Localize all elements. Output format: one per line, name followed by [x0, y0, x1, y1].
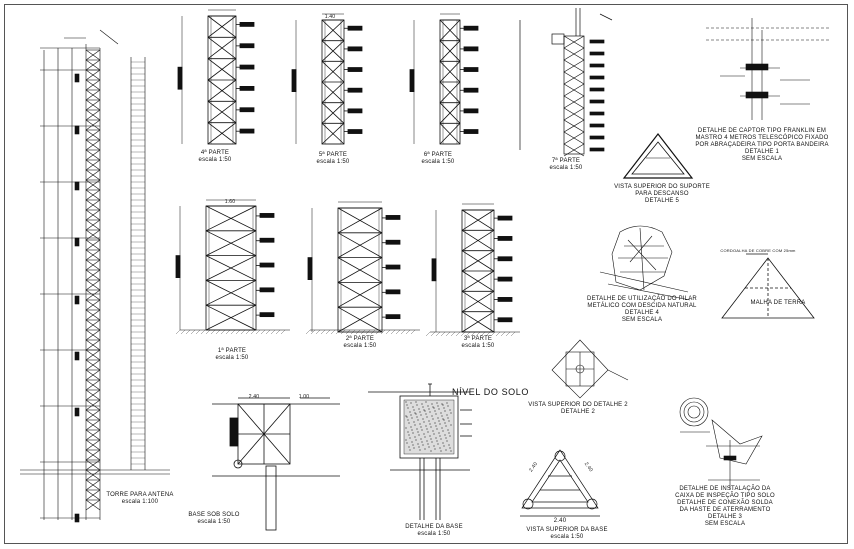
- part-2-elevation: [307, 201, 401, 333]
- part-4-elevation: [177, 9, 255, 145]
- part-7-caption: 7ª PARTE escala 1:50: [536, 158, 596, 172]
- ground-rod-line-4: DA HASTE DE ATERRAMENTO: [679, 507, 771, 513]
- antenna-tower-elevation: [20, 29, 170, 523]
- part-5-elevation: [291, 13, 363, 145]
- captor-line-5: SEM ESCALA: [741, 156, 783, 162]
- part-7-scale: escala 1:50: [549, 165, 583, 171]
- part-6-scale: escala 1:50: [421, 159, 455, 165]
- tower-title: TORRE PARA ANTENA: [106, 492, 174, 498]
- ground-rod-caption: DETALHE DE INSTALAÇÃO DA CAIXA DE INSPEÇ…: [668, 486, 782, 528]
- ground-mesh-top-label: CORDOALHA DE COBRE COM 25mm: [720, 248, 796, 253]
- part-3-scale: escala 1:50: [461, 343, 495, 349]
- captor-line-4: DETALHE 1: [744, 149, 780, 155]
- captor-line-2: MASTRO 4 METROS TELESCÓPICO FIXADO: [695, 135, 829, 141]
- ground-rod-detail-3: [679, 397, 763, 490]
- base-top-view: [520, 449, 600, 517]
- part-6-title: 6ª PARTE: [423, 152, 453, 158]
- part-5-scale: escala 1:50: [316, 159, 350, 165]
- detail-2-caption: VISTA SUPERIOR DO DETALHE 2 DETALHE 2: [526, 402, 630, 416]
- ground-mesh-center-label: MALHA DE TERRA: [750, 300, 806, 306]
- top-support-line-1: VISTA SUPERIOR DO SUPORTE: [614, 184, 710, 190]
- metal-pillar-line-1: DETALHE DE UTILIZAÇÃO DO PILAR: [587, 296, 697, 302]
- base-detail-scale: escala 1:50: [417, 531, 451, 537]
- metal-pillar-detail-4: [599, 225, 691, 301]
- part-2-scale: escala 1:50: [343, 343, 377, 349]
- ground-rod-line-2: CAIXA DE INSPEÇÃO TIPO SOLO: [675, 493, 775, 499]
- tower-scale: escala 1:100: [121, 499, 159, 505]
- part-7-title: 7ª PARTE: [551, 158, 581, 164]
- part-5-title: 5ª PARTE: [318, 152, 348, 158]
- base-top-caption: VISTA SUPERIOR DA BASE escala 1:50: [522, 527, 612, 541]
- soil-lines: [175, 329, 520, 337]
- ground-mesh-triangle: [721, 253, 815, 319]
- part-2-caption: 2ª PARTE escala 1:50: [330, 336, 390, 350]
- part-5-caption: 5ª PARTE escala 1:50: [303, 152, 363, 166]
- part-width-dim: 1.60: [224, 199, 236, 205]
- base-detail-title: DETALHE DA BASE: [405, 524, 463, 530]
- base-detail: [368, 383, 472, 520]
- base-detail-caption: DETALHE DA BASE escala 1:50: [394, 524, 474, 538]
- base-under-scale: escala 1:50: [197, 519, 231, 525]
- drawing-frame: [4, 4, 848, 544]
- top-support-line-2: PARA DESCANSO: [635, 191, 689, 197]
- base-under-caption: BASE SOB SOLO escala 1:50: [182, 512, 246, 526]
- detail-2-line-1: VISTA SUPERIOR DO DETALHE 2: [528, 402, 628, 408]
- metal-pillar-caption: DETALHE DE UTILIZAÇÃO DO PILAR METÁLICO …: [586, 296, 698, 324]
- captor-detail-1: [706, 18, 830, 120]
- part-4-scale: escala 1:50: [198, 157, 232, 163]
- base-under-title: BASE SOB SOLO: [188, 512, 240, 518]
- ground-level-label: NÍVEL DO SOLO: [452, 387, 529, 397]
- top-support-line-3: DETALHE 5: [644, 198, 680, 204]
- detail-2-top-view: [551, 339, 629, 399]
- metal-pillar-line-4: SEM ESCALA: [621, 317, 663, 323]
- ground-rod-line-3: DETALHE DE CONEXÃO SOLDA: [677, 500, 773, 506]
- part-6-elevation: [409, 13, 479, 145]
- base-under-ground: [212, 397, 340, 531]
- tower-caption: TORRE PARA ANTENA escala 1:100: [100, 492, 180, 506]
- support-triangle-detail-5: [622, 133, 694, 179]
- metal-pillar-line-3: DETALHE 4: [624, 310, 660, 316]
- captor-line-3: POR ABRAÇADEIRA TIPO PORTA BANDEIRA: [695, 142, 829, 148]
- part-1-caption: 1ª PARTE escala 1:50: [202, 348, 262, 362]
- part-6-caption: 6ª PARTE escala 1:50: [408, 152, 468, 166]
- detail-2-line-2: DETALHE 2: [560, 409, 596, 415]
- base-top-title: VISTA SUPERIOR DA BASE: [526, 527, 608, 533]
- ground-rod-line-1: DETALHE DE INSTALAÇÃO DA: [679, 486, 771, 492]
- part-width-dim-2: 1.40: [324, 14, 336, 20]
- base-top-dim: 2.40: [553, 518, 567, 524]
- ground-rod-line-5: DETALHE 3: [707, 514, 743, 520]
- captor-line-1: DETALHE DE CAPTOR TIPO FRANKLIN EM: [697, 128, 827, 134]
- part-3-caption: 3ª PARTE escala 1:50: [448, 336, 508, 350]
- part-1-elevation: [175, 199, 275, 331]
- metal-pillar-line-2: METÁLICO COM DESCIDA NATURAL: [587, 303, 697, 309]
- base-under-dim: 2.40: [248, 394, 260, 400]
- captor-caption: DETALHE DE CAPTOR TIPO FRANKLIN EM MASTR…: [690, 128, 834, 163]
- ground-rod-line-6: SEM ESCALA: [704, 521, 746, 527]
- part-4-caption: 4ª PARTE escala 1:50: [185, 150, 245, 164]
- part-3-elevation: [431, 203, 513, 333]
- base-top-scale: escala 1:50: [550, 534, 584, 540]
- part-1-title: 1ª PARTE: [217, 348, 247, 354]
- part-4-title: 4ª PARTE: [200, 150, 230, 156]
- base-under-dim2: 1.00: [298, 394, 310, 400]
- part-1-scale: escala 1:50: [215, 355, 249, 361]
- top-support-caption: VISTA SUPERIOR DO SUPORTE PARA DESCANSO …: [612, 184, 712, 205]
- part-2-title: 2ª PARTE: [345, 336, 375, 342]
- part-3-title: 3ª PARTE: [463, 336, 493, 342]
- part-7-elevation: [519, 8, 613, 157]
